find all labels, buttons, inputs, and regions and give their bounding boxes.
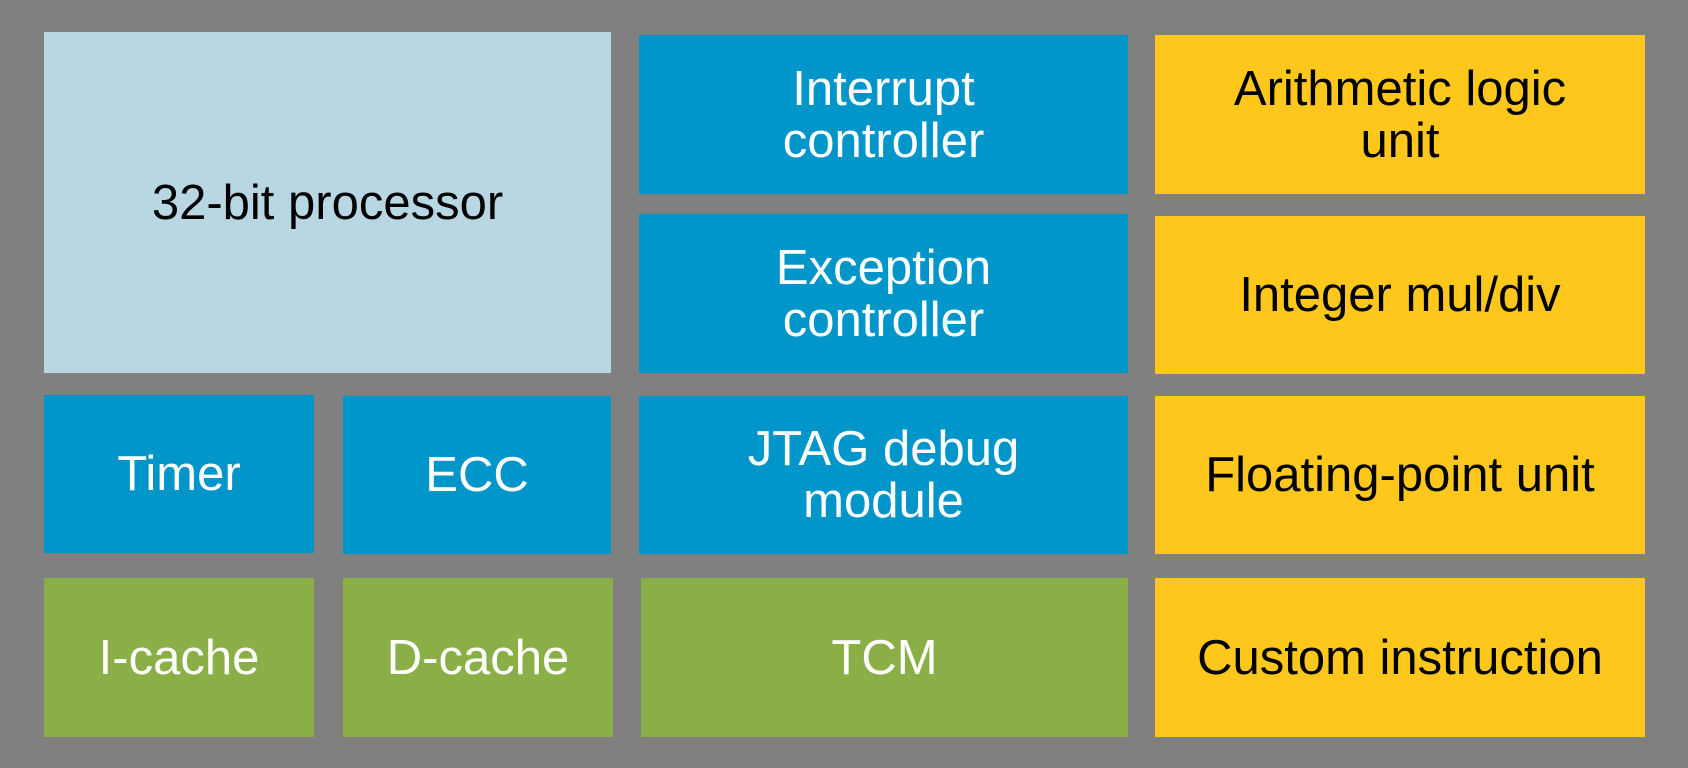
integer-mul-div-label: Integer mul/div [1239,268,1561,322]
exception-controller-label: Exception controller [775,240,992,347]
icache-block: I-cache [44,578,314,737]
alu-block: Arithmetic logic unit [1155,35,1645,194]
interrupt-controller-block: Interrupt controller [639,35,1128,194]
custom-instruction-label: Custom instruction [1197,630,1603,685]
tcm-block: TCM [641,578,1128,737]
floating-point-unit-block: Floating-point unit [1155,396,1645,554]
exception-controller-block: Exception controller [639,214,1128,373]
integer-mul-div-block: Integer mul/div [1155,216,1645,374]
custom-instruction-block: Custom instruction [1155,578,1645,737]
timer-label: Timer [117,447,241,501]
dcache-block: D-cache [343,578,613,737]
icache-label: I-cache [98,630,260,685]
ecc-label: ECC [425,448,529,502]
dcache-label: D-cache [386,630,570,685]
ecc-block: ECC [343,396,611,554]
alu-label: Arithmetic logic unit [1233,61,1567,168]
tcm-label: TCM [831,630,938,685]
jtag-debug-module-label: JTAG debug module [747,422,1020,528]
floating-point-unit-label: Floating-point unit [1205,448,1595,502]
processor-block: 32-bit processor [44,32,611,373]
interrupt-controller-label: Interrupt controller [782,61,985,168]
timer-block: Timer [44,395,314,553]
jtag-debug-module-block: JTAG debug module [639,396,1128,554]
processor-label: 32-bit processor [151,175,504,230]
